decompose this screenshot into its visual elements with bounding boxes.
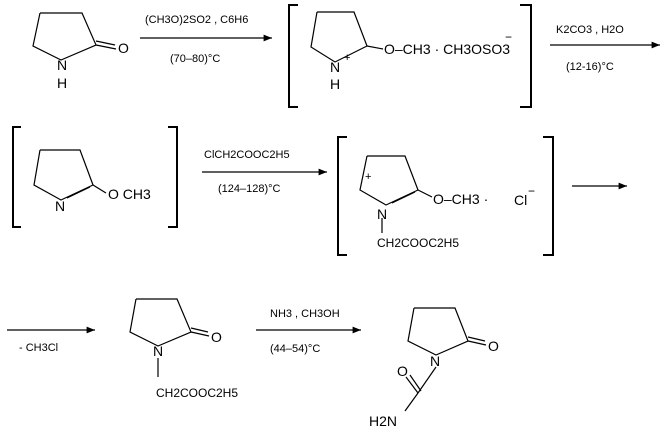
arrow-step-2: K2CO3 , H2O (12-16)°C [550,24,660,73]
reagent-ethyl-chloroacetate: ClCH2COOC2H5 [204,149,290,161]
lactim-nitrogen-label: N [55,198,65,214]
product-ring-oxygen-label: O [488,338,499,354]
amide-oxygen-label: O [397,363,408,379]
chloride-label: Cl [514,192,527,208]
ester-side-chain-label-2: CH2COOC2H5 [156,386,238,400]
ester-carbonyl-oxygen-label: O [211,329,222,345]
piracetam-product: O N O H2N [369,307,499,429]
iminium-charge: + [344,52,350,64]
iminium-hydrogen-label: H [330,76,340,92]
byproduct-methyl-chloride: - CH3Cl [19,342,58,354]
left-bracket-2 [12,126,21,228]
hydrogen-label: H [57,75,67,91]
pyrrolidinone-reactant: O N H [32,12,129,91]
quaternary-nitrogen-label: N [377,206,387,222]
arrow-step-3: ClCH2COOC2H5 (124–128)°C [202,149,327,195]
sulfate-charge: − [505,30,512,44]
right-bracket-3 [543,136,554,256]
iminium-methylsulfate-salt: N + H O–CH3 · CH3OSO3 − [310,11,512,92]
right-bracket-2 [168,126,178,228]
chloride-charge: − [528,184,535,198]
iminium-nitrogen-label: N [330,59,340,75]
alkylated-methoxy-label: O–CH3 · [433,191,488,207]
quaternary-charge: + [365,171,371,183]
product-nitrogen-label: N [430,353,440,369]
reagent-ammonia-methanol: NH3 , CH3OH [270,308,340,320]
methoxy-methylsulfate-label: O–CH3 · CH3OSO3 [384,41,510,57]
condition-temperature-1: (70–80)°C [170,53,220,65]
reagent-potassium-carbonate: K2CO3 , H2O [556,24,624,36]
ethyl-pyrrolidinone-acetate: O N CH2COOC2H5 [129,298,238,400]
condition-temperature-5: (44–54)°C [270,343,320,355]
left-bracket-3 [337,136,347,256]
n-alkylated-iminium-chloride: N + O–CH3 · Cl − CH2COOC2H5 [359,155,535,250]
arrow-step-1: (CH3O)2SO2 , C6H6 (70–80)°C [140,14,272,65]
right-bracket-1 [520,4,532,108]
amide-nitrogen-label: H2N [369,413,397,429]
lactim-ether: N O CH3 [33,149,151,214]
reagent-dimethyl-sulfate: (CH3O)2SO2 , C6H6 [145,14,248,26]
left-bracket-1 [288,4,298,108]
condition-temperature-2: (12-16)°C [566,61,614,73]
ester-side-chain-label-1: CH2COOC2H5 [377,236,459,250]
arrow-step-4b: - CH3Cl [7,326,95,354]
condition-temperature-3: (124–128)°C [218,183,281,195]
nitrogen-label: N [57,57,67,73]
carbonyl-oxygen-label: O [118,40,129,56]
lactim-methoxy-label: O CH3 [108,186,151,202]
arrow-step-5: NH3 , CH3OH (44–54)°C [256,308,361,355]
ester-nitrogen-label: N [153,343,163,359]
